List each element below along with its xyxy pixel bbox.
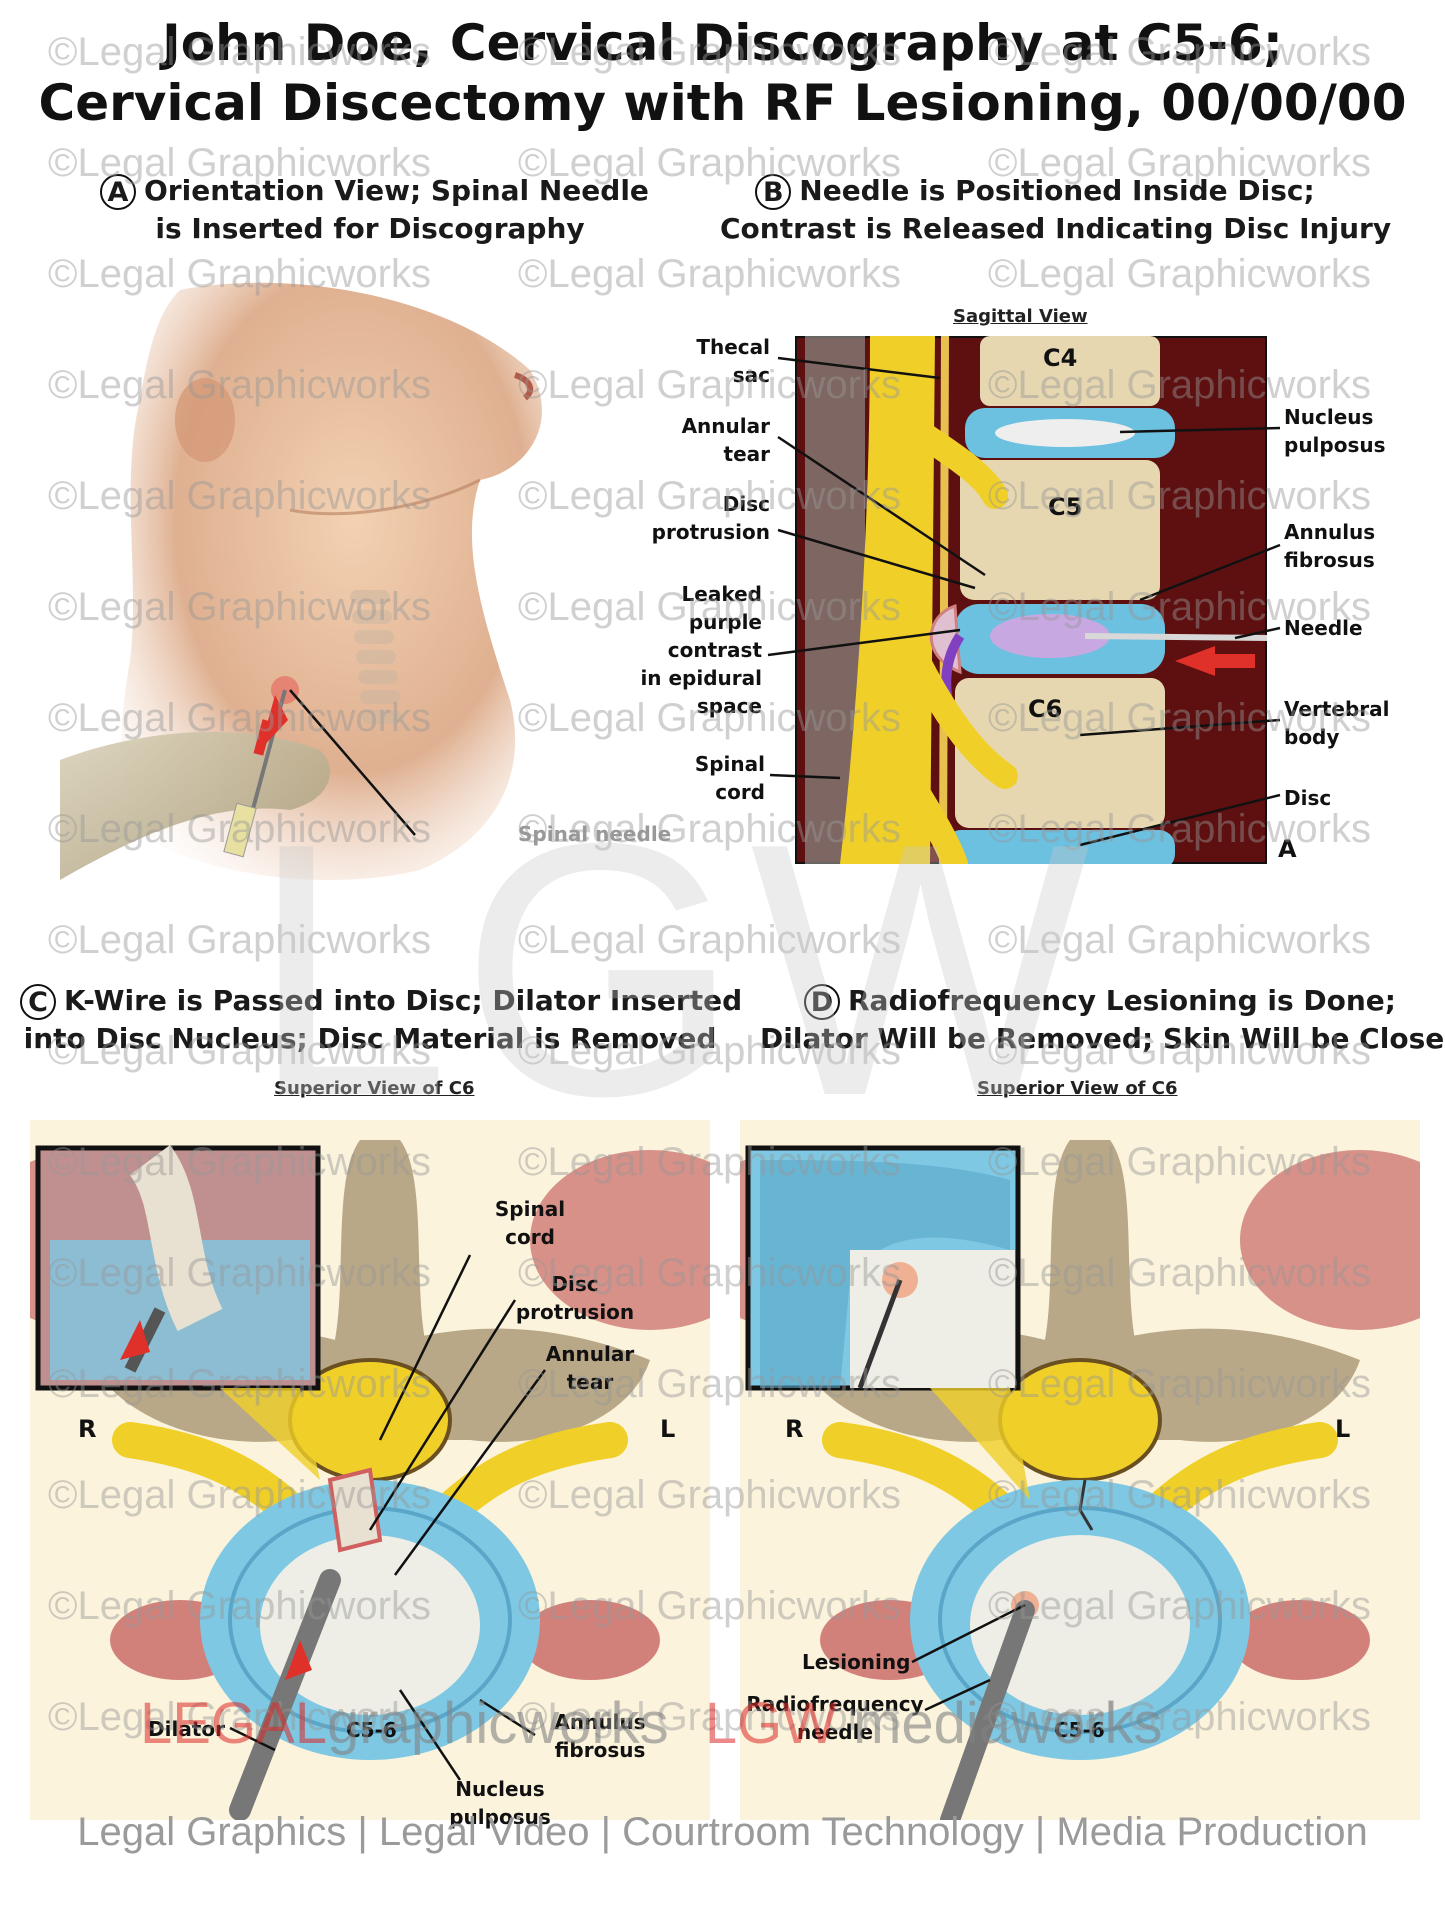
brand-part-3: LGW [704, 1691, 837, 1756]
needle-arrow [1175, 646, 1255, 676]
needle-leader-line [289, 689, 416, 836]
panel-d-letter: D [803, 984, 840, 1020]
label-needle: Needle [1284, 616, 1363, 640]
vertebra-c5: C5 [1048, 493, 1083, 521]
label-disc-protrusion: Disc protrusion [651, 492, 770, 544]
neck-illustration [60, 282, 542, 881]
title-line-2: Cervical Discectomy with RF Lesioning, 0… [38, 74, 1407, 132]
vertebra-c4: C4 [1043, 344, 1078, 372]
footer: Legal Graphics | Legal Video | Courtroom… [77, 1810, 1368, 1854]
ear [175, 378, 235, 462]
disc-protrusion-c [327, 1467, 383, 1553]
label-nucleus-pulposus-b: Nucleus pulposus [1284, 405, 1386, 457]
side-l-c: L [660, 1415, 676, 1443]
c6-c7-disc [945, 830, 1175, 864]
nerve-root-3 [882, 743, 968, 864]
label-disc: Disc [1284, 786, 1332, 810]
superior-view-illustration-c [30, 1120, 710, 1820]
brand-part-4: mediaworks [853, 1691, 1163, 1756]
label-disc-protrusion-c: Disc protrusion [515, 1272, 635, 1324]
label-spinal-needle: Spinal needle [518, 822, 672, 846]
c5-body [960, 460, 1160, 600]
label-spinal-cord-b: Spinal cord [694, 752, 765, 804]
jaw-line [289, 478, 481, 516]
label-annular-tear-c: Annular tear [545, 1342, 635, 1394]
needle-hub [223, 802, 257, 858]
panel-c-letter: C [20, 984, 56, 1020]
nucleus-pulposus-d [970, 1535, 1190, 1715]
trachea-rings [350, 590, 402, 724]
lips [513, 372, 534, 401]
panel-a-letter: A [100, 174, 136, 210]
dilator-tool [229, 1569, 341, 1820]
label-annulus-fibrosus-b: Annulus fibrosus [1284, 520, 1376, 572]
label-spinal-cord-c: Spinal cord [494, 1197, 566, 1249]
side-r-d: R [785, 1415, 804, 1443]
vertebra-c6: C6 [1028, 695, 1063, 723]
label-lesioning: Lesioning [802, 1650, 911, 1674]
sagittal-spine-illustration [795, 336, 1267, 864]
brand-watermark: LEGALgraphicworks LGW mediaworks [140, 1690, 1163, 1757]
sagittal-view-label: Sagittal View [953, 306, 1088, 327]
level-c5-6-c: C5-6 [346, 1718, 397, 1742]
superior-view-label-d: Superior View of C6 [977, 1078, 1178, 1099]
brand-part-2: graphicworks [327, 1691, 669, 1756]
spinous-process [330, 1140, 430, 1360]
superior-view-illustration-d [740, 1120, 1420, 1820]
label-dilator: Dilator [148, 1717, 225, 1741]
spinal-cord-shape [840, 336, 935, 864]
nerve-root-2 [902, 643, 1018, 789]
level-c5-6-d: C5-6 [1054, 1718, 1105, 1742]
rf-needle-tool [940, 1600, 1035, 1820]
panel-b-letter: B [755, 174, 792, 210]
label-leaked-contrast: Leaked purple contrast in epidural space [640, 582, 762, 718]
label-thecal-sac: Thecal sac [696, 335, 770, 387]
label-nucleus-pulposus-c: Nucleus pulposus [449, 1777, 551, 1829]
label-annular-tear: Annular tear [681, 414, 770, 466]
side-r-c: R [78, 1415, 97, 1443]
side-l-d: L [1335, 1415, 1351, 1443]
corner-letter-a: A [1278, 835, 1297, 863]
c6-body [955, 678, 1165, 828]
label-vertebral-body: Vertebral body [1284, 697, 1390, 749]
superior-view-label-c: Superior View of C6 [274, 1078, 475, 1099]
nerve-root-1 [912, 423, 1008, 509]
title-line-1: John Doe, Cervical Discography at C5-6; [162, 14, 1283, 72]
panel-b-leader-lines [767, 356, 1281, 847]
big-watermark: LGW [250, 769, 1101, 1171]
label-rf-needle: Radiofrequency needle [746, 1692, 924, 1744]
c4-body [980, 336, 1160, 406]
label-annulus-fibrosus-c: Annulus fibrosus [554, 1710, 646, 1762]
brand-part-1: LEGAL [140, 1691, 327, 1756]
nucleus-pulposus-c [260, 1535, 480, 1715]
